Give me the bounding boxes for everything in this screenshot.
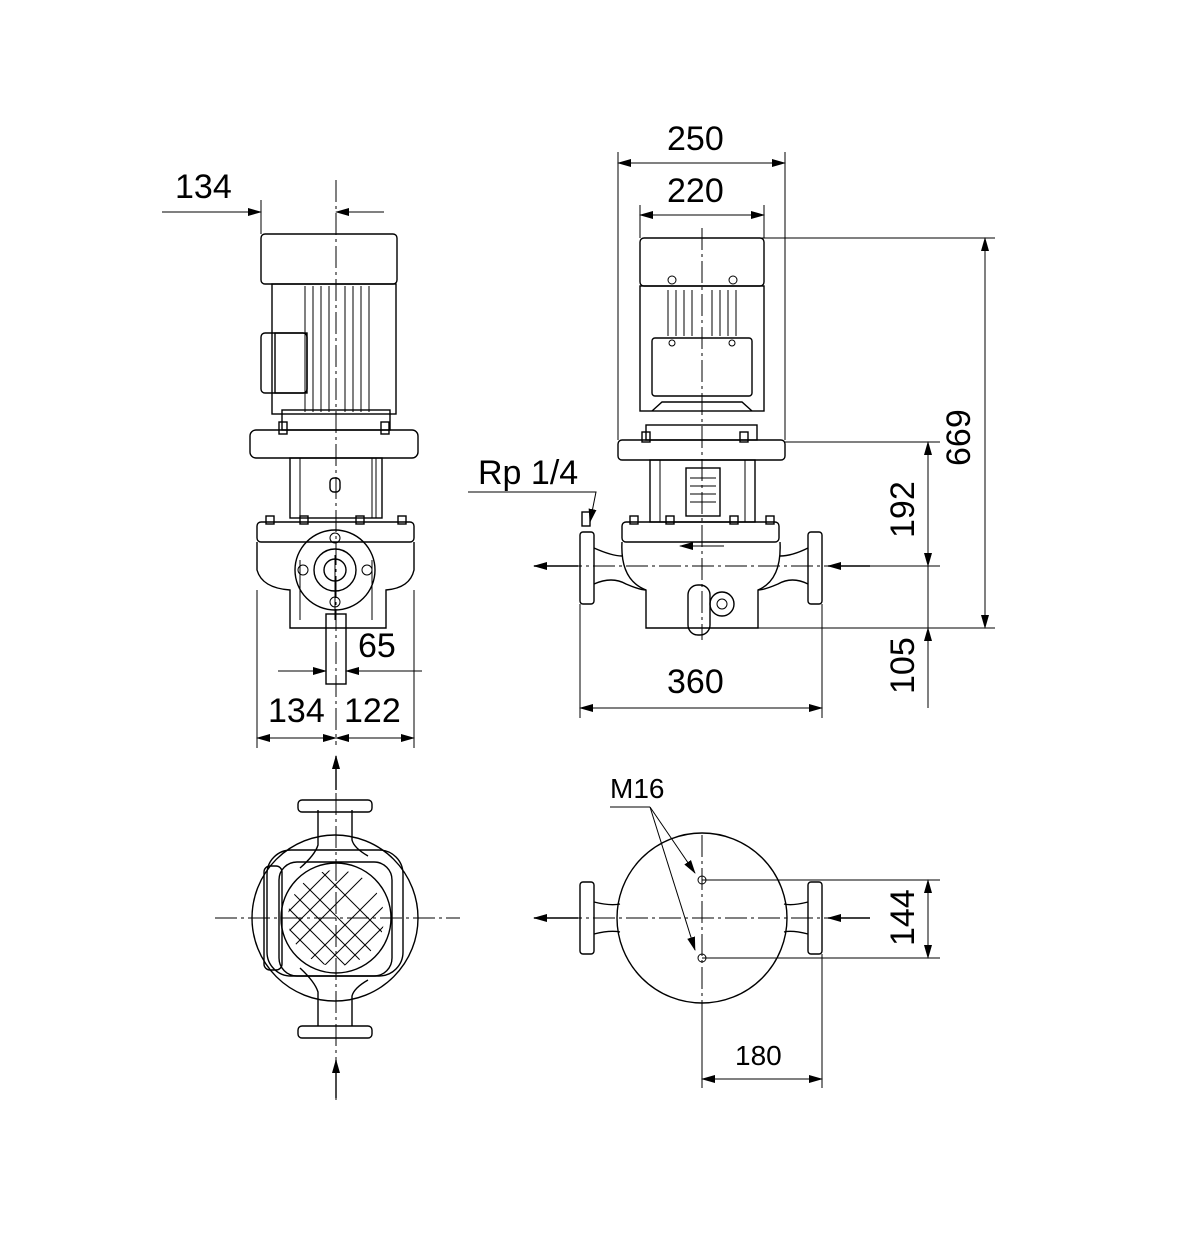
dim-drain-width: 65 xyxy=(358,627,396,665)
front-elevation-view xyxy=(468,152,995,718)
dim-foot-hole-offset: 180 xyxy=(735,1040,782,1071)
label-bolt-thread: M16 xyxy=(610,773,664,804)
dim-foot-hole-spacing: 144 xyxy=(884,889,922,946)
dim-side-motor-offset: 134 xyxy=(175,168,232,206)
dim-total-height: 669 xyxy=(940,409,978,466)
dim-side-bottom-right: 122 xyxy=(344,692,401,730)
top-view xyxy=(215,755,460,1100)
dim-base-height: 105 xyxy=(884,637,922,694)
dim-motor-width: 220 xyxy=(667,172,724,210)
foot-view xyxy=(533,806,940,1090)
dim-port-to-port: 360 xyxy=(667,663,724,701)
side-elevation-view xyxy=(162,180,422,748)
dim-overall-width: 250 xyxy=(667,120,724,158)
label-vent-plug: Rp 1/4 xyxy=(478,454,578,492)
dim-flange-to-top: 192 xyxy=(884,481,922,538)
dim-side-bottom-left: 134 xyxy=(268,692,325,730)
